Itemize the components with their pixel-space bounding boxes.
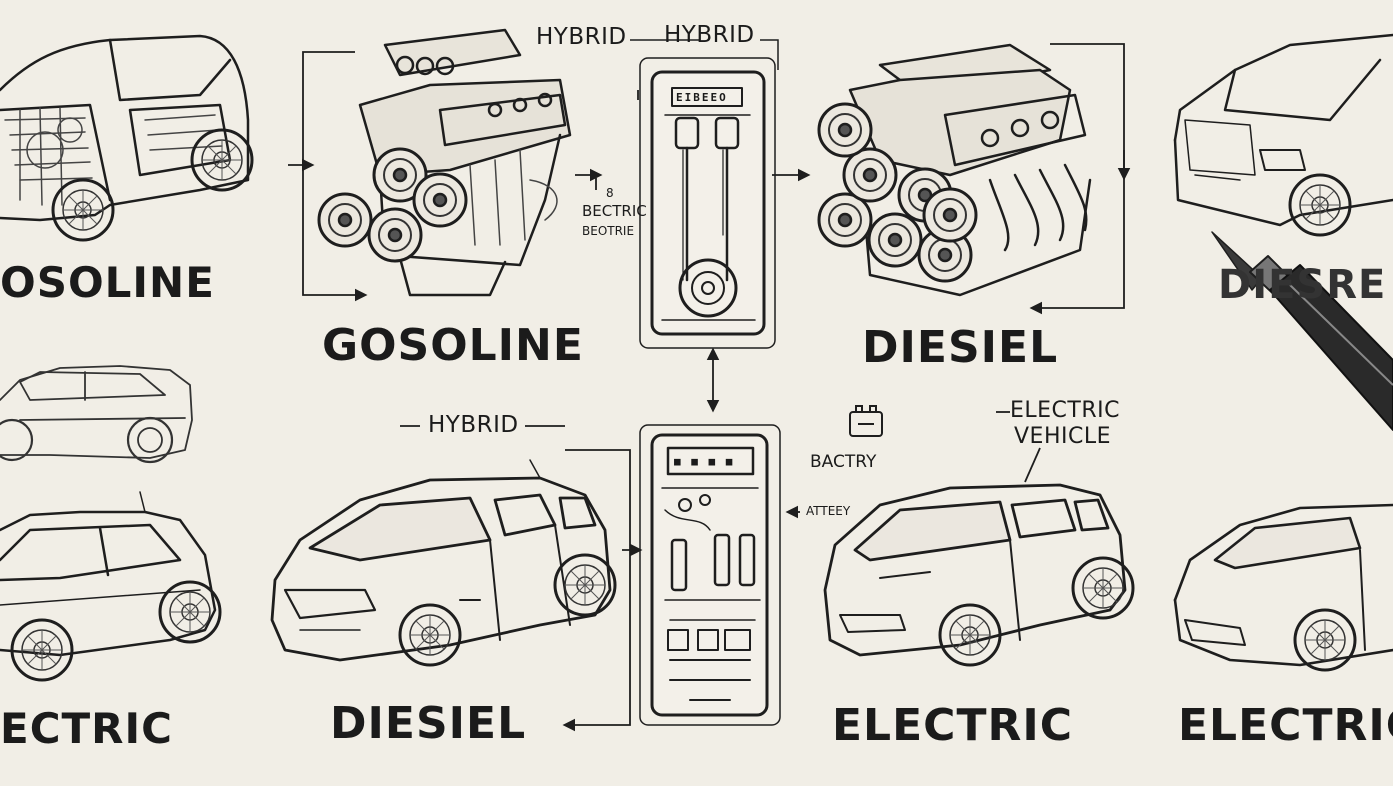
label-number-8: 8 [606, 186, 614, 200]
battery-icon [849, 405, 883, 437]
label-battery-arrow: ATTEEY [806, 504, 851, 518]
hybrid-panel-upper [639, 57, 776, 349]
gasoline-engine-sketch [317, 28, 572, 297]
electric-right-car-sketch [1173, 503, 1393, 672]
label-ev-line2: VEHICLE [1014, 424, 1111, 449]
label-electric-bottom: ELECTRIC [832, 700, 1073, 751]
upper-panel-screen: EIBEEO [676, 91, 728, 104]
diesel-hatchback-sketch [270, 459, 617, 667]
label-hybrid-top-1: HYBRID [536, 24, 627, 50]
diesel-engine-sketch [817, 43, 1092, 297]
diesel-suv-sketch [1173, 33, 1393, 237]
lower-panel-screen: ■ ■ ■ ■ [674, 455, 735, 468]
coupe-sketch [0, 365, 193, 464]
electric-left-car-sketch [0, 491, 222, 682]
label-beotrie: BEOTRIE [582, 224, 635, 238]
label-hybrid-top-2: HYBRID [664, 22, 755, 48]
gasoline-car-sketch [0, 34, 254, 242]
label-diesel-right: DIESRE [1218, 262, 1387, 308]
label-hybrid-mid: HYBRID [428, 412, 519, 438]
diagram-connectors [288, 39, 1131, 732]
label-electric-right: ELECTRIC [1178, 700, 1393, 751]
fountain-pen-icon [1211, 231, 1393, 431]
label-gosoline-center: GOSOLINE [322, 320, 584, 371]
label-battery: BACTRY [810, 452, 877, 472]
label-bectric: BECTRIC [582, 202, 647, 220]
electric-vehicle-sketch [823, 483, 1135, 667]
label-diesel-bottom: DIESIEL [330, 698, 527, 749]
hybrid-panel-lower [639, 424, 781, 726]
label-diesel-center: DIESIEL [862, 322, 1059, 373]
label-ev-line1: ELECTRIC [1010, 398, 1120, 423]
label-electric-left: ECTRIC [0, 704, 173, 753]
label-gosoline-left: OSOLINE [0, 258, 215, 307]
